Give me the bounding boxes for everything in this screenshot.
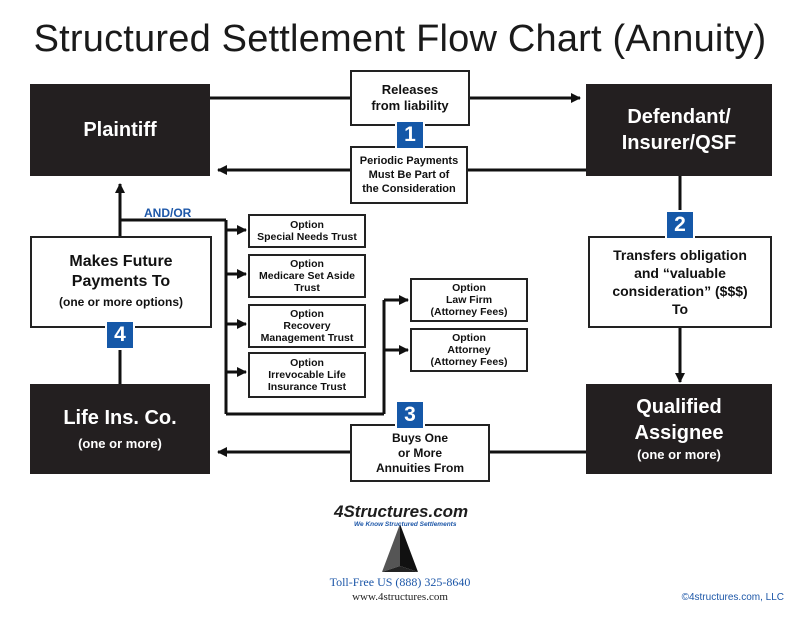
qa-sublabel: (one or more) <box>637 447 721 462</box>
logo-wordmark: 4Structures.com <box>334 502 469 521</box>
buys-label-3: Annuities From <box>375 460 464 475</box>
option-name-2: Trust <box>294 282 320 294</box>
toll-free-phone: Toll-Free US (888) 325-8640 <box>329 575 471 589</box>
option-special-needs-trust: Option Special Needs Trust <box>248 214 366 248</box>
option-name: Attorney <box>447 344 491 356</box>
website-link[interactable]: www.4structures.com <box>352 591 448 603</box>
releases-label-1: Releases <box>381 82 439 97</box>
buys-label-1: Buys One <box>391 430 448 445</box>
logo-tagline: We Know Structured Settlements <box>354 521 457 528</box>
plaintiff-node: Plaintiff <box>30 84 210 176</box>
periodic-label-1: Periodic Payments <box>359 155 459 167</box>
option-name-2: Management Trust <box>260 332 354 344</box>
option-name: Medicare Set Aside <box>259 270 355 282</box>
option-name-2: (Attorney Fees) <box>430 306 508 318</box>
life-insurance-node: Life Ins. Co. (one or more) <box>30 384 210 474</box>
transfers-label-1: Transfers obligation <box>613 247 747 263</box>
pyramid-logo <box>382 524 418 572</box>
defendant-label-1: Defendant/ <box>627 106 731 128</box>
option-medicare-set-aside-trust: Option Medicare Set Aside Trust <box>248 254 366 298</box>
and-or-label: AND/OR <box>144 206 192 220</box>
option-label: Option <box>290 357 324 369</box>
option-label: Option <box>290 258 324 270</box>
releases-label-2: from liability <box>371 98 449 113</box>
option-name: Law Firm <box>445 294 493 306</box>
option-name-2: Insurance Trust <box>267 381 347 393</box>
step-2-badge: 2 <box>665 210 695 240</box>
future-label-1: Makes Future <box>69 253 173 270</box>
step-1-badge: 1 <box>395 120 425 150</box>
page-title: Structured Settlement Flow Chart (Annuit… <box>33 18 767 60</box>
buys-label-2: or More <box>397 445 442 460</box>
transfers-label-3: consideration” ($$$) <box>612 283 748 299</box>
periodic-label-2: Must Be Part of <box>368 169 450 181</box>
defendant-node: Defendant/ Insurer/QSF <box>586 84 772 176</box>
option-label: Option <box>452 332 486 344</box>
step-4-badge: 4 <box>105 320 135 350</box>
life-insurance-label: Life Ins. Co. <box>63 407 177 429</box>
defendant-label-2: Insurer/QSF <box>621 132 737 154</box>
option-label: Option <box>290 308 324 320</box>
buys-annuities-box: Buys One or More Annuities From <box>350 424 490 482</box>
option-label: Option <box>452 282 486 294</box>
transfers-label-4: To <box>671 301 689 317</box>
qa-label-2: Assignee <box>634 422 724 444</box>
option-name: Recovery <box>283 320 331 332</box>
future-label-3: (one or more options) <box>59 295 183 309</box>
future-label-2: Payments To <box>71 273 171 290</box>
option-irrevocable-life-insurance-trust: Option Irrevocable Life Insurance Trust <box>248 352 366 398</box>
option-law-firm: Option Law Firm (Attorney Fees) <box>410 278 528 322</box>
option-attorney: Option Attorney (Attorney Fees) <box>410 328 528 372</box>
qa-label-1: Qualified <box>636 396 722 418</box>
copyright-notice: ©4structures.com, LLC <box>681 592 784 603</box>
option-recovery-management-trust: Option Recovery Management Trust <box>248 304 366 348</box>
option-label: Option <box>290 219 324 231</box>
future-payments-box: Makes Future Payments To (one or more op… <box>30 236 212 328</box>
step-3-badge: 3 <box>395 400 425 430</box>
option-name: Irrevocable Life <box>268 369 346 381</box>
periodic-payments-box: Periodic Payments Must Be Part of the Co… <box>350 146 468 204</box>
life-insurance-sublabel: (one or more) <box>78 436 162 451</box>
releases-box: Releases from liability <box>350 70 470 126</box>
transfers-label-2: and “valuable <box>634 265 726 281</box>
plaintiff-label: Plaintiff <box>83 118 157 141</box>
option-name-2: (Attorney Fees) <box>430 356 508 368</box>
periodic-label-3: the Consideration <box>362 183 456 195</box>
option-name: Special Needs Trust <box>257 231 357 243</box>
transfers-obligation-box: Transfers obligation and “valuable consi… <box>588 236 772 328</box>
qualified-assignee-node: Qualified Assignee (one or more) <box>586 384 772 474</box>
